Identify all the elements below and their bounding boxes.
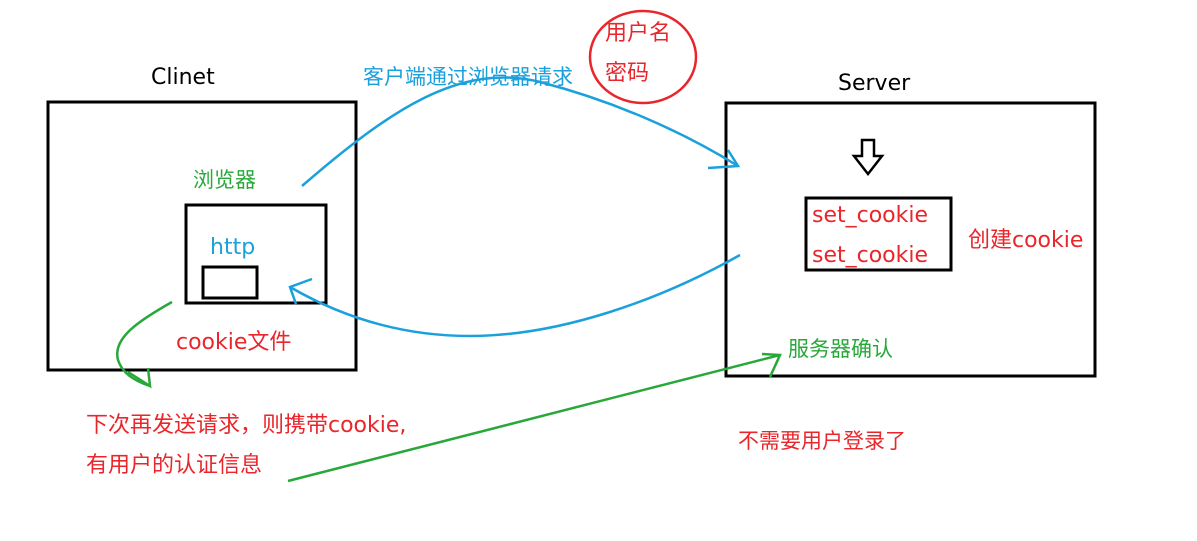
- browser-box: [184, 203, 328, 305]
- request-arrowhead: [707, 149, 741, 170]
- set-cookie-box: [804, 196, 953, 272]
- next-request-note-line-1: 下次再发送请求，则携带cookie,: [86, 413, 407, 438]
- cookie-file-box: [201, 265, 259, 300]
- credential-username: 用户名: [605, 21, 672, 46]
- http-label: http: [210, 235, 256, 260]
- request-arrow: [301, 76, 739, 187]
- credential-password: 密码: [605, 61, 650, 86]
- create-cookie-label: 创建cookie: [968, 228, 1084, 253]
- server-confirm-label: 服务器确认: [788, 337, 893, 361]
- cookie-store-arrow: [115, 300, 173, 388]
- set-cookie-line-2: set_cookie: [812, 243, 929, 268]
- credentials-ellipse: [588, 9, 698, 105]
- server-title: Server: [838, 71, 911, 96]
- client-box: [46, 100, 358, 372]
- no-login-note: 不需要用户登录了: [738, 429, 906, 453]
- confirm-arrowhead: [761, 352, 782, 378]
- response-arrowhead: [288, 277, 313, 305]
- confirm-arrow: [287, 353, 781, 483]
- response-arrow: [289, 253, 741, 338]
- browser-label: 浏览器: [193, 168, 256, 192]
- cookie-file-label: cookie文件: [176, 330, 292, 355]
- server-box: [724, 101, 1097, 378]
- client-title: Clinet: [151, 65, 215, 90]
- cookie-store-arrowhead: [127, 367, 152, 389]
- request-label: 客户端通过浏览器请求: [363, 65, 573, 89]
- next-request-note-line-2: 有用户的认证信息: [86, 453, 263, 478]
- hollow-down-arrow-icon: [851, 138, 885, 177]
- set-cookie-line-1: set_cookie: [812, 203, 929, 228]
